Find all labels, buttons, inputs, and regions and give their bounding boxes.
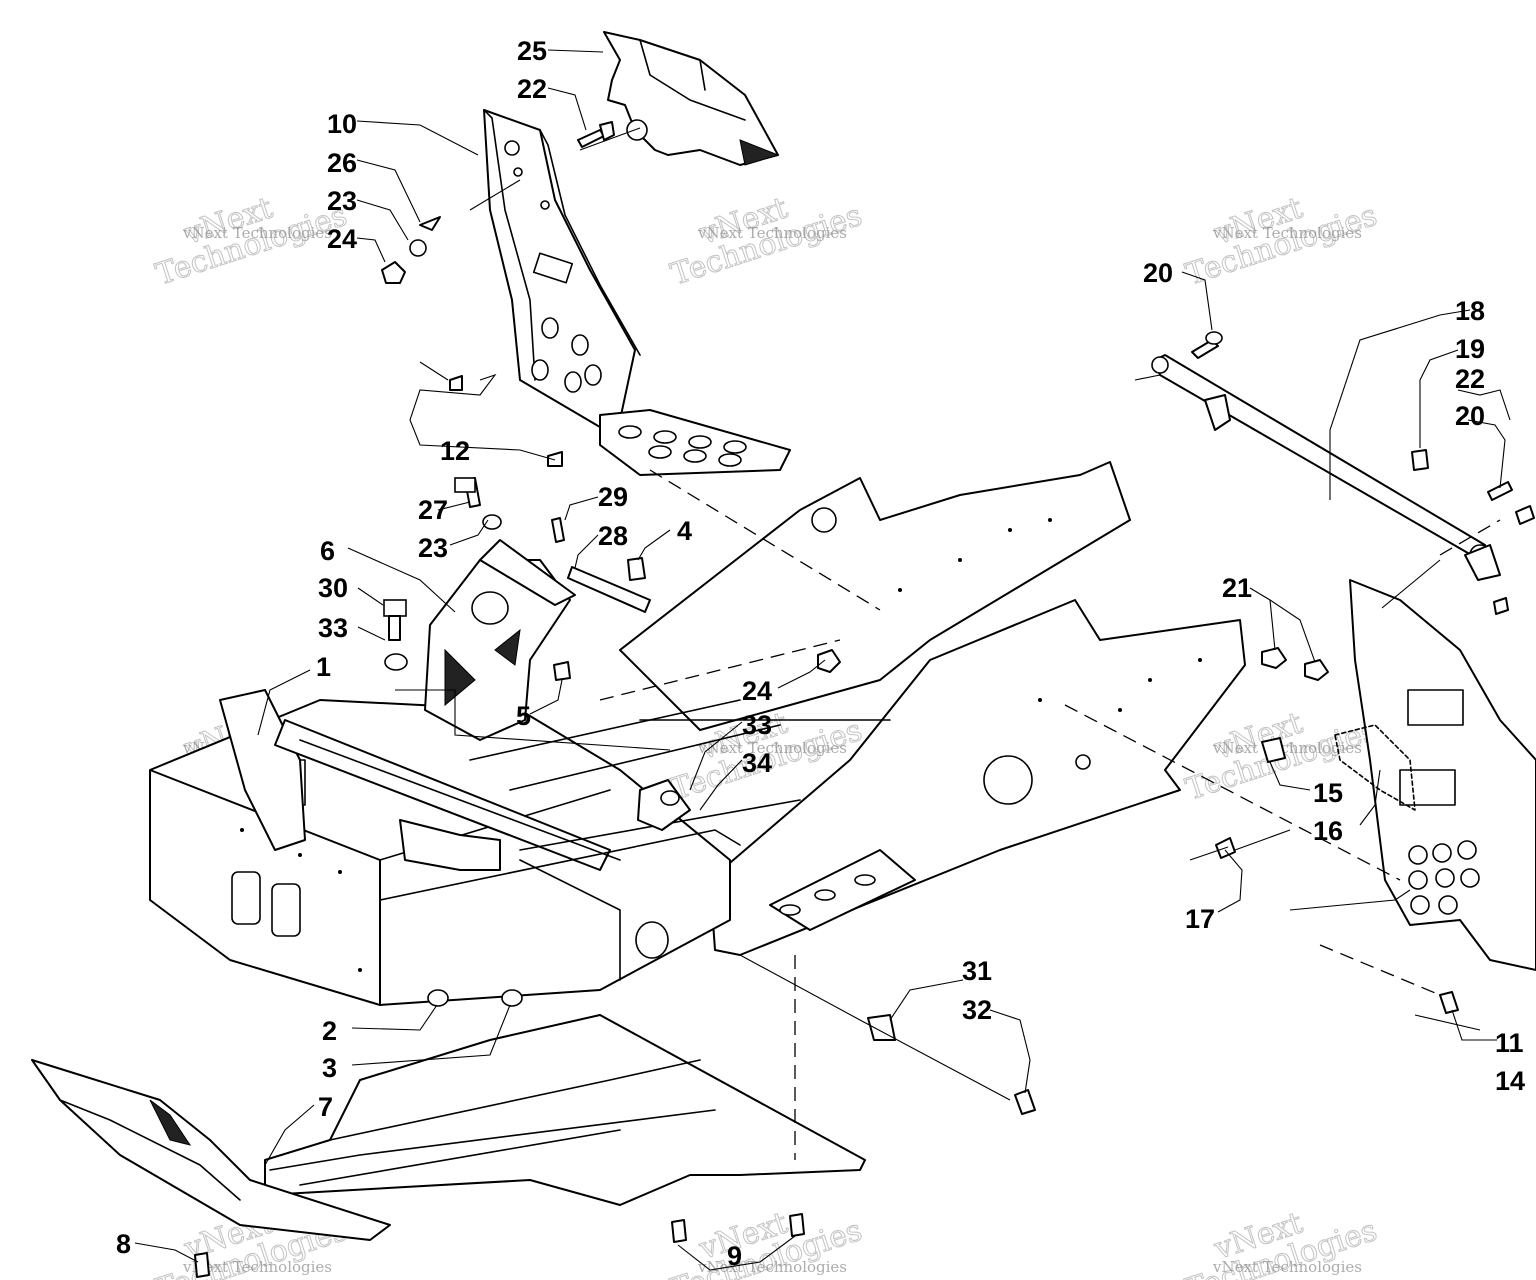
callout-30: 30 bbox=[318, 573, 348, 603]
callout-33-left: 33 bbox=[318, 613, 348, 643]
callout-22-top: 22 bbox=[517, 74, 547, 104]
callout-17: 17 bbox=[1185, 904, 1215, 934]
part-8-front-bumper bbox=[31, 1059, 391, 1241]
watermark-text-mid-right: vNext Technologies bbox=[1212, 739, 1362, 757]
callout-14: 14 bbox=[1495, 1066, 1525, 1096]
callout-24-top: 24 bbox=[327, 224, 357, 254]
callout-27: 27 bbox=[418, 495, 448, 525]
callout-15: 15 bbox=[1313, 778, 1343, 808]
watermark-text-bottom-left: vNext Technologies bbox=[182, 1258, 332, 1276]
part-25-cover bbox=[603, 31, 780, 166]
watermark-text-bottom-right: vNext Technologies bbox=[1212, 1258, 1362, 1276]
part-14-side-panel bbox=[1334, 579, 1536, 971]
callout-21: 21 bbox=[1222, 573, 1252, 603]
callout-16: 16 bbox=[1313, 816, 1343, 846]
part-12-footrest bbox=[599, 409, 791, 476]
callout-29: 29 bbox=[598, 482, 628, 512]
hardware bbox=[194, 121, 1535, 1278]
callout-23-top: 23 bbox=[327, 186, 357, 216]
part-6-engine-mount bbox=[424, 539, 576, 741]
callout-5: 5 bbox=[516, 701, 531, 731]
part-18-cross-shaft bbox=[1151, 354, 1501, 581]
callout-8: 8 bbox=[116, 1229, 131, 1259]
watermark-text-top-left: vNext Technologies bbox=[182, 224, 332, 242]
leader-lines bbox=[134, 49, 1511, 1271]
watermark-text-top-center: vNext Technologies bbox=[697, 224, 847, 242]
callout-28: 28 bbox=[598, 521, 628, 551]
callout-3: 3 bbox=[322, 1053, 337, 1083]
watermark-text-mid-center: vNext Technologies bbox=[697, 739, 847, 757]
callout-6: 6 bbox=[320, 536, 335, 566]
callout-20-top: 20 bbox=[1143, 258, 1173, 288]
callout-32: 32 bbox=[962, 995, 992, 1025]
callout-33-mid: 33 bbox=[742, 710, 772, 740]
part-7-belly-pan bbox=[264, 1014, 866, 1206]
callout-19: 19 bbox=[1455, 334, 1485, 364]
callout-24-mid: 24 bbox=[742, 676, 772, 706]
callout-34: 34 bbox=[742, 748, 772, 778]
callout-4: 4 bbox=[677, 516, 692, 546]
callout-22-right: 22 bbox=[1455, 364, 1485, 394]
tunnel-frame bbox=[149, 461, 1246, 1006]
callout-1: 1 bbox=[316, 652, 331, 682]
callout-26: 26 bbox=[327, 148, 357, 178]
callout-18: 18 bbox=[1455, 296, 1485, 326]
callout-11: 11 bbox=[1495, 1028, 1524, 1058]
callout-23-mid: 23 bbox=[418, 533, 448, 563]
callout-25: 25 bbox=[517, 36, 547, 66]
callout-labels: 25 22 10 26 23 24 12 27 23 6 30 33 1 29 … bbox=[116, 36, 1525, 1271]
callout-31: 31 bbox=[962, 956, 992, 986]
watermark-text-top-right: vNext Technologies bbox=[1212, 224, 1362, 242]
callout-2: 2 bbox=[322, 1016, 337, 1046]
callout-10: 10 bbox=[327, 109, 357, 139]
callout-12: 12 bbox=[440, 436, 470, 466]
callout-20-right: 20 bbox=[1455, 401, 1485, 431]
watermark-text-bottom-center: vNext Technologies bbox=[697, 1258, 847, 1276]
callout-7: 7 bbox=[318, 1092, 333, 1122]
part-10-steering-bracket bbox=[483, 109, 641, 431]
callout-9: 9 bbox=[727, 1241, 742, 1271]
